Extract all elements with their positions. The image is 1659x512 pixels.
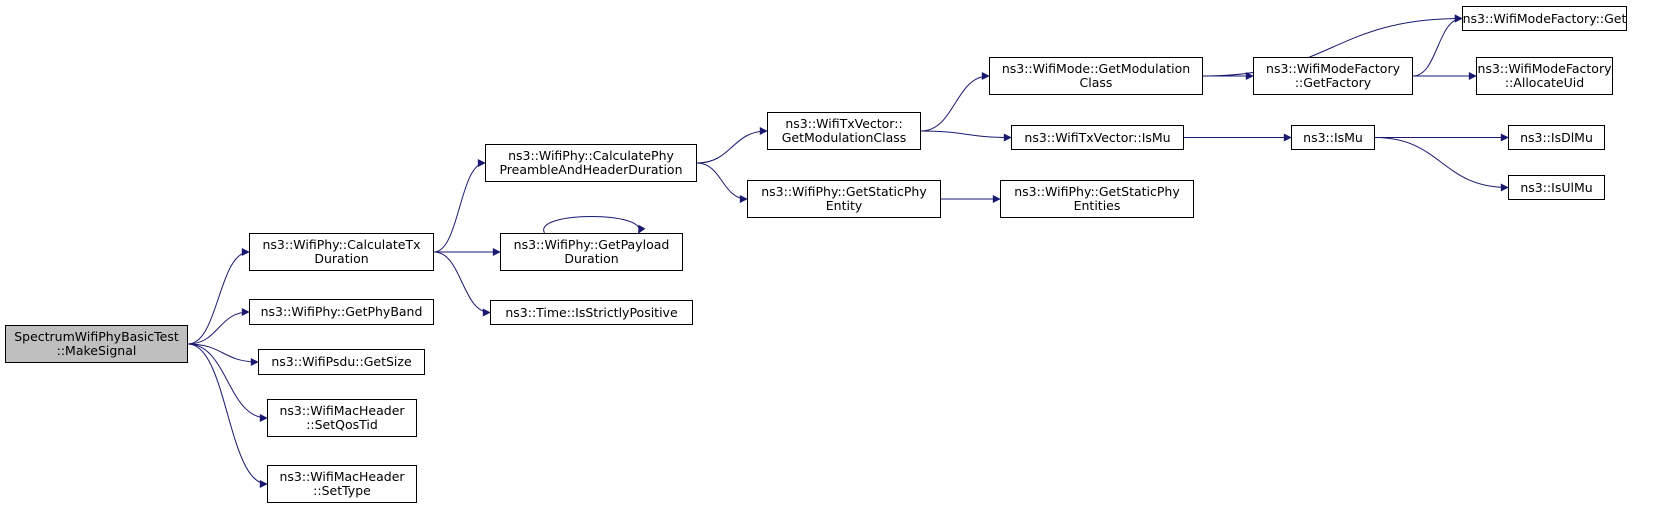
node-label: ns3::IsMu: [1303, 129, 1363, 145]
node-is-strictly-positive[interactable]: ns3::Time::IsStrictlyPositive: [490, 300, 693, 325]
call-edge-txvector-get-modulation-class-to-txvector-is-mu: [920, 130, 1012, 142]
call-edge-make-signal-to-calculate-tx-duration: [187, 248, 250, 345]
node-calculate-tx-duration[interactable]: ns3::WifiPhy::CalculateTx Duration: [249, 233, 434, 271]
node-label: ns3::WifiPsdu::GetSize: [271, 354, 412, 369]
node-label: ns3::Time::IsStrictlyPositive: [505, 304, 678, 320]
node-txvector-is-mu[interactable]: ns3::WifiTxVector::IsMu: [1011, 125, 1184, 150]
node-label: ns3::WifiTxVector:: GetModulationClass: [781, 116, 907, 145]
call-edge-is-mu-to-is-ul-mu: [1374, 137, 1509, 192]
call-edge-make-signal-to-get-phy-band: [187, 308, 250, 345]
node-label: ns3::WifiPhy::CalculateTx Duration: [262, 237, 421, 266]
call-edge-calculate-tx-duration-to-is-strictly-positive: [433, 251, 491, 317]
call-edge-calculate-phy-preamble-to-get-static-phy-entity: [696, 162, 748, 203]
node-label: SpectrumWifiPhyBasicTest ::MakeSignal: [14, 329, 179, 358]
call-edge-calculate-phy-preamble-to-txvector-get-modulation-class: [696, 127, 768, 164]
node-is-mu[interactable]: ns3::IsMu: [1291, 125, 1375, 150]
node-label: ns3::IsUlMu: [1520, 179, 1593, 195]
call-edge-make-signal-to-set-type: [187, 343, 268, 488]
node-label: ns3::WifiModeFactory ::GetFactory: [1266, 61, 1400, 90]
node-label: ns3::WifiModeFactory ::AllocateUid: [1477, 61, 1612, 90]
call-edge-get-payload-duration-to-get-payload-duration: [543, 216, 646, 234]
node-get-payload-duration[interactable]: ns3::WifiPhy::GetPayload Duration: [500, 233, 683, 271]
node-label: ns3::WifiMacHeader ::SetQosTid: [279, 403, 405, 432]
node-label: ns3::WifiModeFactory::Get: [1462, 10, 1627, 26]
node-label: ns3::IsDlMu: [1520, 129, 1593, 145]
node-get-static-phy-entity[interactable]: ns3::WifiPhy::GetStaticPhy Entity: [747, 180, 941, 218]
call-edge-calculate-tx-duration-to-calculate-phy-preamble: [433, 159, 486, 253]
node-mode-factory-allocate-uid[interactable]: ns3::WifiModeFactory ::AllocateUid: [1476, 57, 1613, 95]
node-get-size[interactable]: ns3::WifiPsdu::GetSize: [258, 349, 425, 375]
node-mode-factory-get-factory[interactable]: ns3::WifiModeFactory ::GetFactory: [1253, 57, 1413, 95]
call-edge-make-signal-to-set-qos-tid: [187, 343, 268, 422]
node-mode-factory-get[interactable]: ns3::WifiModeFactory::Get: [1462, 6, 1627, 31]
node-label: ns3::WifiPhy::GetPayload Duration: [513, 237, 670, 266]
node-txvector-get-modulation-class[interactable]: ns3::WifiTxVector:: GetModulationClass: [767, 112, 921, 150]
node-get-phy-band[interactable]: ns3::WifiPhy::GetPhyBand: [249, 299, 434, 325]
node-label: ns3::WifiPhy::CalculatePhy PreambleAndHe…: [499, 148, 683, 177]
node-label: ns3::WifiPhy::GetStaticPhy Entities: [1014, 184, 1180, 213]
node-label: ns3::WifiTxVector::IsMu: [1024, 129, 1171, 145]
call-edge-mode-factory-get-factory-to-mode-factory-get: [1412, 14, 1463, 77]
node-make-signal: SpectrumWifiPhyBasicTest ::MakeSignal: [5, 325, 188, 363]
node-get-static-phy-entities[interactable]: ns3::WifiPhy::GetStaticPhy Entities: [1000, 180, 1194, 218]
node-is-ul-mu[interactable]: ns3::IsUlMu: [1508, 175, 1605, 200]
node-is-dl-mu[interactable]: ns3::IsDlMu: [1508, 125, 1605, 150]
node-calculate-phy-preamble[interactable]: ns3::WifiPhy::CalculatePhy PreambleAndHe…: [485, 144, 697, 182]
node-label: ns3::WifiPhy::GetStaticPhy Entity: [761, 184, 927, 213]
node-label: ns3::WifiMacHeader ::SetType: [279, 469, 405, 498]
node-label: ns3::WifiPhy::GetPhyBand: [260, 304, 423, 319]
node-mode-get-modulation-class[interactable]: ns3::WifiMode::GetModulation Class: [989, 57, 1203, 95]
call-edge-make-signal-to-get-size: [187, 343, 259, 366]
node-label: ns3::WifiMode::GetModulation Class: [1001, 61, 1191, 90]
node-set-qos-tid[interactable]: ns3::WifiMacHeader ::SetQosTid: [267, 399, 417, 437]
node-set-type[interactable]: ns3::WifiMacHeader ::SetType: [267, 465, 417, 503]
call-edge-txvector-get-modulation-class-to-mode-get-modulation-class: [920, 72, 990, 132]
